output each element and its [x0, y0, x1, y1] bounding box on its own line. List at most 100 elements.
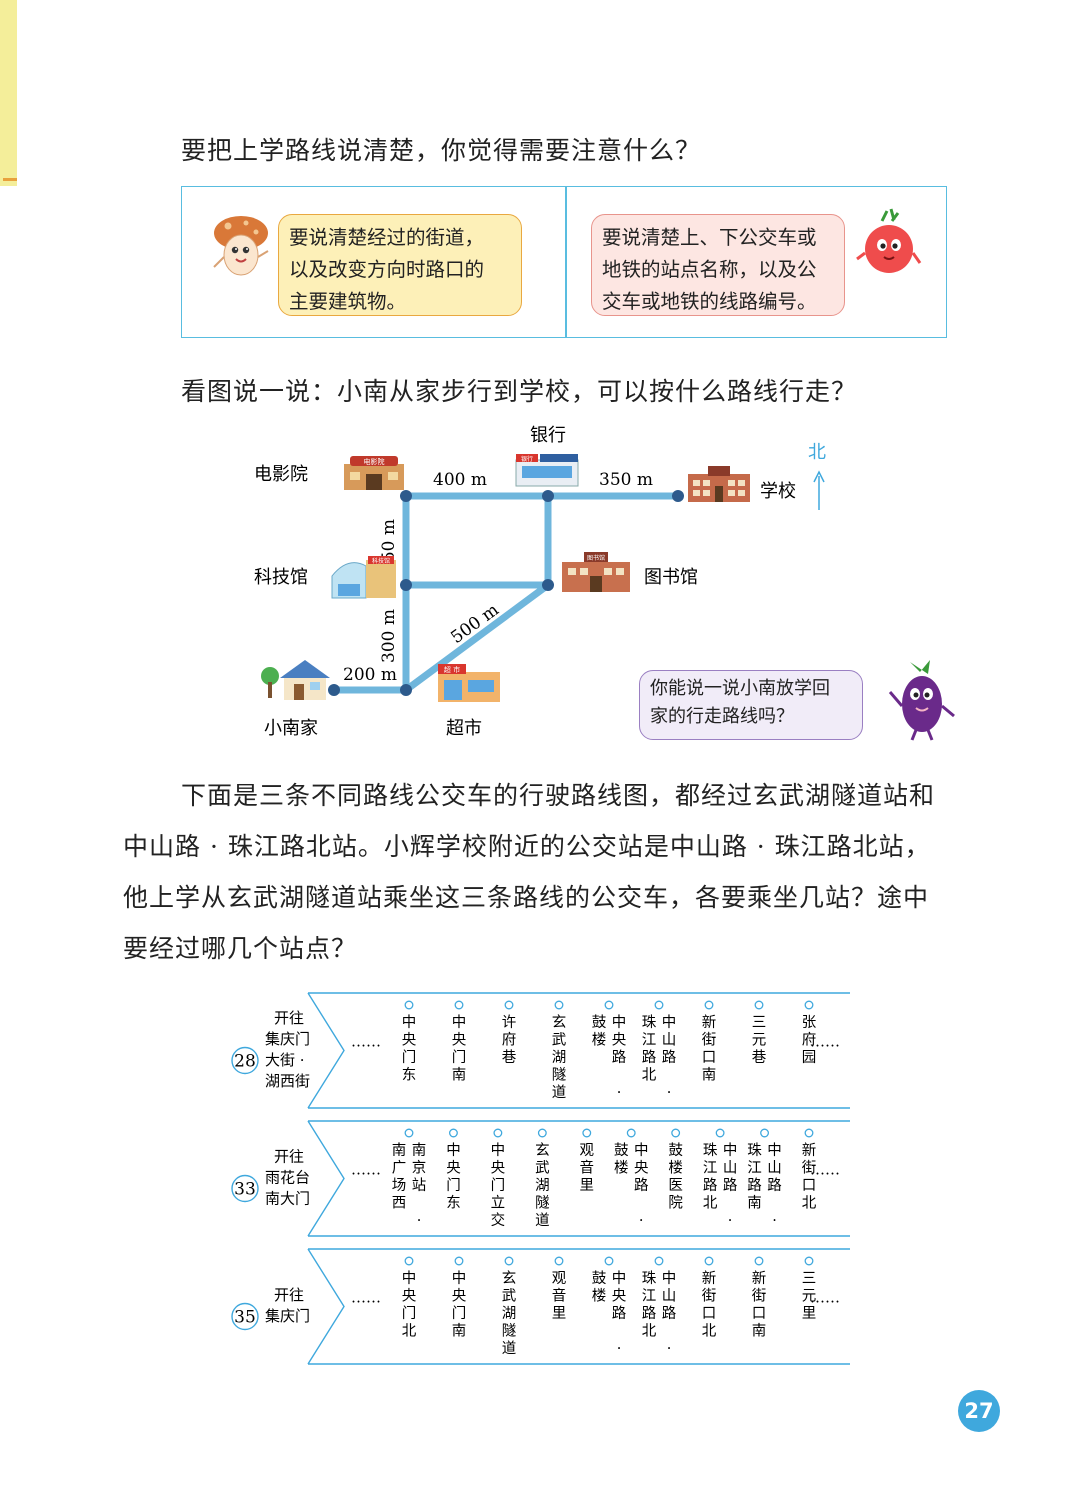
station-name-char: 北: [642, 1323, 657, 1340]
eggplant-character-icon: [888, 660, 955, 741]
station-name-char: 门: [446, 1177, 461, 1194]
route-destination-text: 集庆门: [265, 1030, 310, 1048]
station-name-char: 观: [552, 1270, 567, 1287]
route-ellipsis-left: ……: [351, 1289, 381, 1307]
station-name-char: 武: [535, 1160, 550, 1177]
distance-home: 200 m: [343, 665, 397, 685]
route-ellipsis-left: ……: [351, 1033, 381, 1051]
station-name-char: 中: [452, 1014, 467, 1031]
question-heading: 要把上学路线说清楚，你觉得需要注意什么？: [181, 136, 702, 165]
station-name-char: 央: [402, 1288, 417, 1305]
station-name-char: 中: [767, 1142, 782, 1159]
route-ellipsis-left: ……: [351, 1161, 381, 1179]
station-name-char: 鼓: [592, 1014, 607, 1031]
route-destination-text: 大街 ·: [265, 1051, 305, 1069]
station-name-char: 三: [802, 1271, 817, 1287]
station-name-char: 立: [491, 1195, 506, 1212]
route-destination-text: 南大门: [265, 1190, 310, 1208]
station-name-char: 医: [668, 1178, 683, 1194]
station-name-char: 南: [747, 1195, 762, 1212]
station-name-char: 新: [702, 1270, 717, 1287]
station-name-char: 观: [580, 1142, 595, 1159]
distance-cinema-bank: 400 m: [433, 470, 487, 490]
station-name-char: 新: [702, 1014, 717, 1031]
bank-sign-text: 银行: [521, 455, 533, 463]
side-tick: [3, 178, 17, 181]
prompt-line: 你能说一说小南放学回: [650, 678, 830, 699]
station-name-char: ·: [617, 1085, 622, 1101]
station-name-char: 门: [452, 1305, 467, 1322]
station-marker: [804, 1128, 814, 1138]
station-name-char: 中: [402, 1014, 417, 1031]
station-marker: [504, 1000, 514, 1010]
station-name-char: 鼓: [592, 1270, 607, 1287]
station-name-char: 院: [668, 1195, 683, 1212]
station-name-char: 东: [402, 1067, 417, 1084]
market-sign-text: 超 市: [444, 665, 460, 674]
station-name-char: 道: [552, 1084, 567, 1101]
station-name-char: 中: [723, 1142, 738, 1159]
junction-node: [400, 579, 412, 591]
label-cinema: 电影院: [254, 464, 308, 485]
north-arrow-icon: [813, 470, 825, 510]
supermarket-building-icon: 超 市: [438, 664, 500, 702]
station-name-char: 央: [491, 1160, 506, 1177]
station-name-char: 南: [412, 1142, 427, 1159]
paragraph-line-2: 中山路 · 珠江路北站。小辉学校附近的公交站是中山路 · 珠江路北站，: [123, 832, 931, 861]
station-name-char: 口: [702, 1050, 717, 1066]
route-ellipsis-right: ……: [810, 1033, 840, 1051]
station-name-char: 山: [662, 1032, 677, 1049]
station-marker: [804, 1000, 814, 1010]
station-name-char: 路: [747, 1177, 762, 1194]
page-number: 27: [958, 1390, 1000, 1432]
cinema-building-icon: 电影院: [344, 456, 404, 490]
station-name-char: ·: [667, 1341, 672, 1357]
label-school: 学校: [760, 481, 796, 502]
science-museum-building-icon: 科技馆: [331, 556, 396, 599]
station-name-char: 江: [642, 1288, 657, 1305]
station-marker: [554, 1000, 564, 1010]
junction-node: [672, 490, 684, 502]
station-marker: [554, 1256, 564, 1266]
route-map: 400 m 350 m 250 m 300 m 500 m 200 m 电影院 …: [254, 425, 826, 739]
station-name-char: 交: [491, 1211, 506, 1229]
station-marker: [404, 1000, 414, 1010]
station-marker: [760, 1128, 770, 1138]
station-name-char: 新: [802, 1142, 817, 1159]
tip-right-line: 交车或地铁的线路编号。: [602, 290, 817, 313]
station-name-char: 中: [662, 1014, 677, 1031]
junction-node: [542, 490, 554, 502]
prompt-line: 家的行走路线吗？: [650, 706, 794, 727]
distance-vertical-bottom: 300 m: [379, 609, 399, 663]
side-strip: [0, 0, 17, 186]
label-market: 超市: [446, 718, 482, 739]
station-name-char: ·: [728, 1213, 733, 1229]
route-number-circle: [231, 1174, 259, 1203]
station-name-char: 山: [662, 1288, 677, 1305]
station-name-char: 北: [703, 1195, 718, 1212]
junction-node: [400, 490, 412, 502]
station-name-char: 中: [491, 1142, 506, 1159]
station-name-char: ·: [772, 1213, 777, 1229]
station-name-char: 南: [452, 1323, 467, 1340]
station-name-char: ·: [639, 1213, 644, 1229]
paragraph-line-3: 他上学从玄武湖隧道站乘坐这三条路线的公交车，各要乘坐几站？途中: [123, 883, 930, 912]
station-marker: [654, 1000, 664, 1010]
station-name-char: 中: [612, 1014, 627, 1031]
station-name-char: 路: [612, 1305, 627, 1322]
station-name-char: 中: [662, 1270, 677, 1287]
mushroom-character-icon: [213, 216, 269, 276]
station-name-char: 武: [502, 1288, 517, 1305]
station-marker: [493, 1128, 503, 1138]
station-name-char: 中: [446, 1142, 461, 1159]
route-outline: [307, 1248, 850, 1365]
station-name-char: 里: [580, 1178, 595, 1194]
station-name-char: 湖: [535, 1177, 550, 1194]
station-name-char: 街: [752, 1288, 767, 1305]
station-name-char: 央: [446, 1160, 461, 1177]
station-name-char: 南: [752, 1323, 767, 1340]
station-name-char: 南: [392, 1142, 407, 1159]
station-marker: [448, 1128, 458, 1138]
station-name-char: 楼: [592, 1288, 607, 1305]
station-name-char: 路: [662, 1049, 677, 1066]
